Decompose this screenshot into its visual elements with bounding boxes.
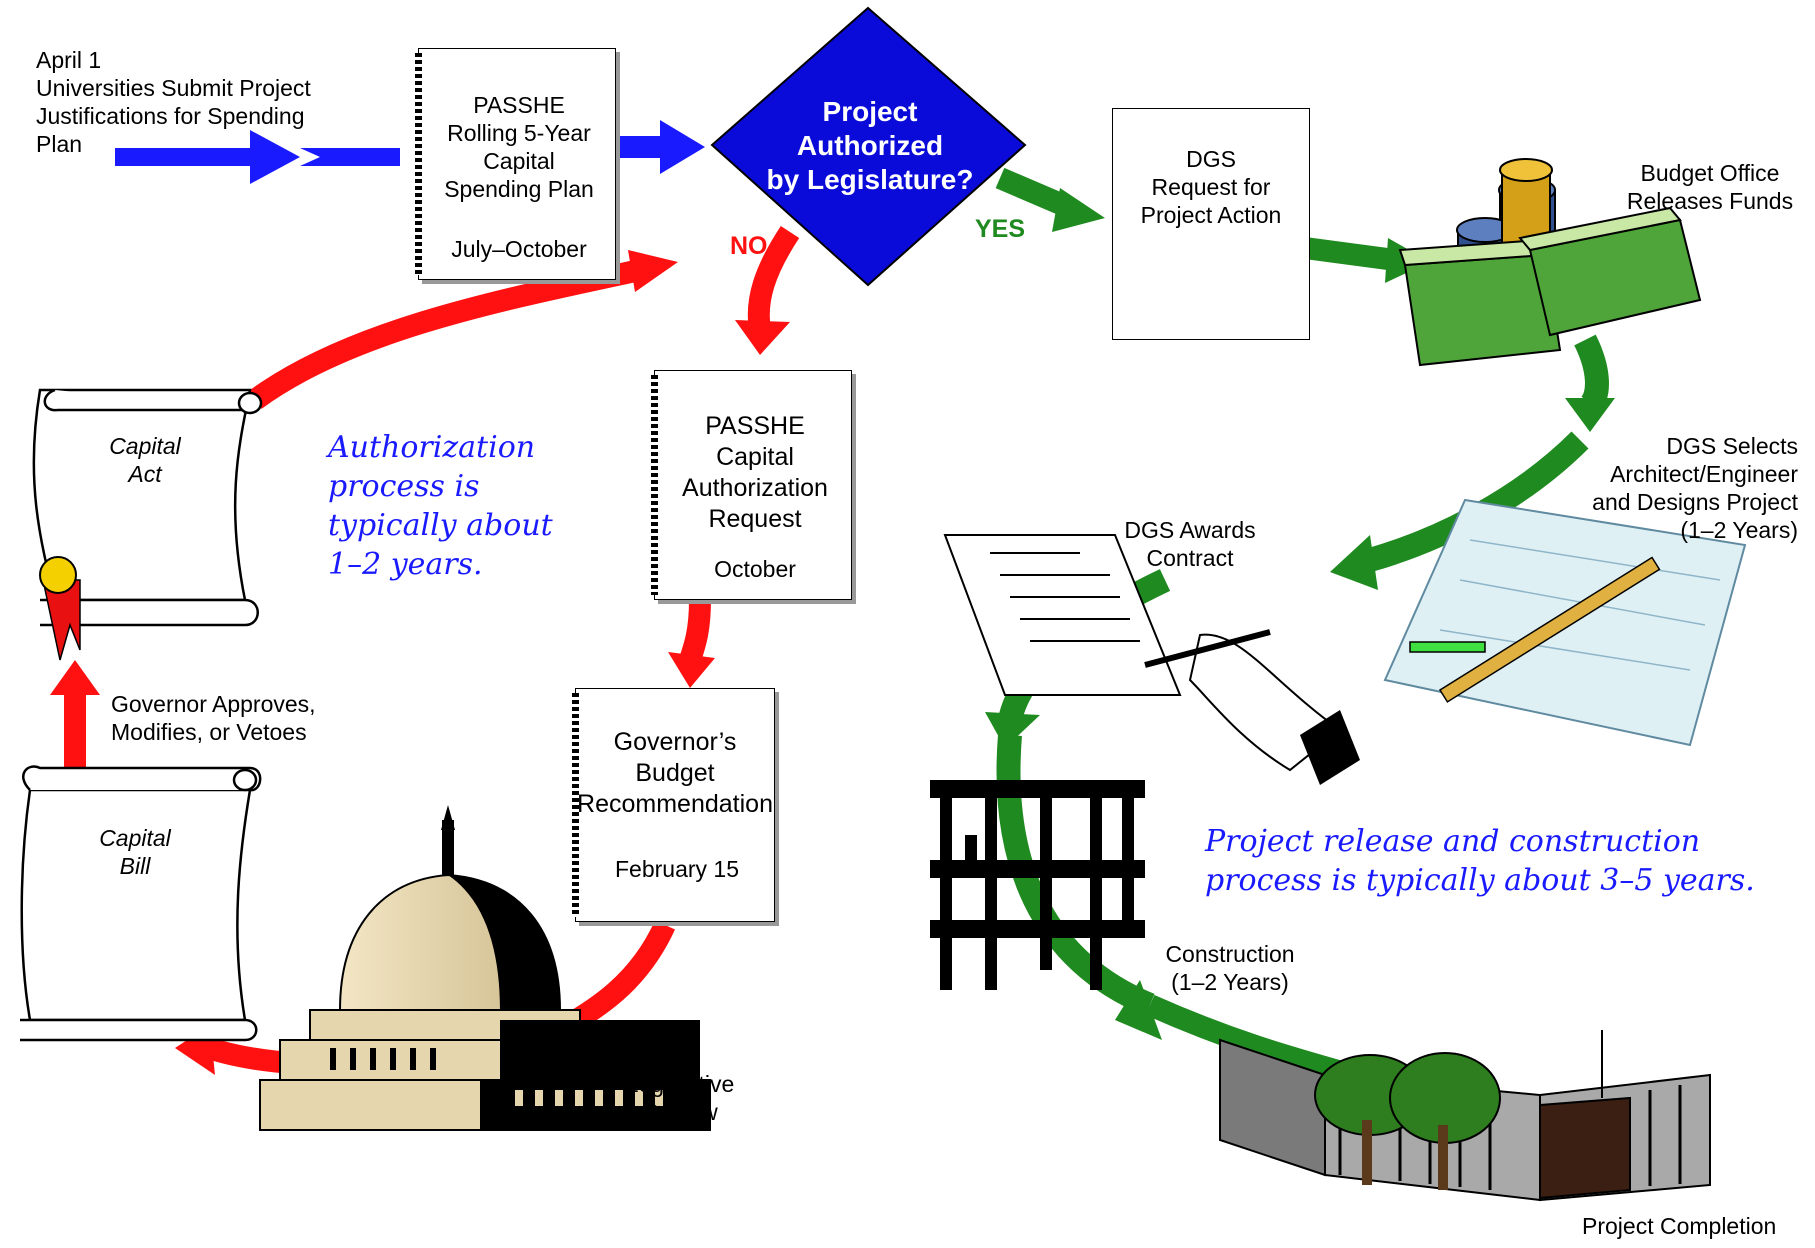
construction-scaffold-icon [930, 780, 1145, 990]
budget-office-label: Budget Office Releases Funds [1626, 160, 1794, 214]
auth-request-document: PASSHE Capital Authorization Request Oct… [651, 370, 852, 600]
spiral-binding [415, 53, 422, 275]
red-head-2 [628, 250, 678, 292]
auth-request-date: October [714, 556, 796, 582]
spending-plan-document: PASSHE Rolling 5-Year Capital Spending P… [415, 48, 616, 280]
governor-approves-label: Governor Approves, Modifies, or Vetoes [111, 691, 316, 745]
capital-bill-label: Capital Bill [99, 825, 171, 879]
capitol-building-icon [259, 805, 711, 1131]
construction-label: Construction (1–2 Years) [1165, 941, 1295, 995]
dgs-request-box: DGS Request for Project Action [1112, 108, 1310, 340]
start-label: April 1 Universities Submit Project Just… [36, 46, 311, 158]
red-head-3 [668, 652, 715, 688]
capital-bill-scroll [20, 765, 262, 1042]
red-arrow-to-plan [248, 259, 643, 409]
spending-plan-title: PASSHE Rolling 5-Year Capital Spending P… [444, 92, 594, 202]
green-arrowheads [985, 188, 1615, 1040]
governor-budget-date: February 15 [614, 856, 739, 882]
blue-flow-arrows [115, 120, 705, 184]
start-line-3: Plan [36, 131, 83, 157]
spiral-binding [572, 693, 579, 917]
capital-act-label: Capital Act [109, 433, 181, 487]
completed-building-icon [1219, 1030, 1711, 1202]
dgs-selects-label: DGS Selects Architect/Engineer and Desig… [1592, 433, 1798, 543]
dgs-awards-label: DGS Awards Contract [1124, 517, 1256, 571]
contract-signing-icon [943, 534, 1360, 785]
capital-act-scroll [32, 388, 263, 661]
red-arrow-no-down [747, 225, 800, 332]
blue-arrow-1 [115, 130, 300, 184]
red-head-6 [50, 660, 100, 695]
green-arrow-to-funds [1303, 237, 1397, 271]
green-head-6 [1115, 980, 1162, 1040]
decision-diamond [710, 6, 1027, 287]
yes-label: YES [975, 215, 1026, 243]
green-head-5 [985, 712, 1040, 748]
construction-note: Project release and construction process… [1205, 824, 1755, 898]
money-stacks-icon [1398, 158, 1702, 367]
green-head-4 [1330, 535, 1378, 590]
spiral-binding [651, 375, 658, 595]
governor-budget-document: Governor’s Budget Recommendation Februar… [572, 688, 775, 922]
no-label: NO [730, 232, 768, 260]
ribbon-seal-icon [39, 556, 81, 661]
green-arrow-funds-down [1574, 334, 1609, 414]
blue-arrow-2 [300, 148, 400, 166]
start-line-1: Universities Submit Project [36, 75, 311, 101]
red-head-1 [735, 320, 790, 355]
legislative-review-label: Legislative Review [625, 1071, 735, 1125]
blue-arrow-3 [612, 120, 705, 174]
green-head-1 [1052, 188, 1105, 232]
start-line-2: Justifications for Spending [36, 103, 305, 129]
blueprint-icon [1383, 498, 1747, 747]
red-arrow-auth-to-gov [679, 599, 711, 664]
start-date: April 1 [36, 47, 102, 73]
decision-label: Project Authorized by Legislature? [766, 96, 974, 195]
spending-plan-date: July–October [451, 236, 587, 262]
project-completion-label: Project Completion [1582, 1213, 1777, 1239]
green-head-3 [1565, 398, 1615, 432]
authorization-note: Authorization process is typically about… [328, 430, 553, 582]
